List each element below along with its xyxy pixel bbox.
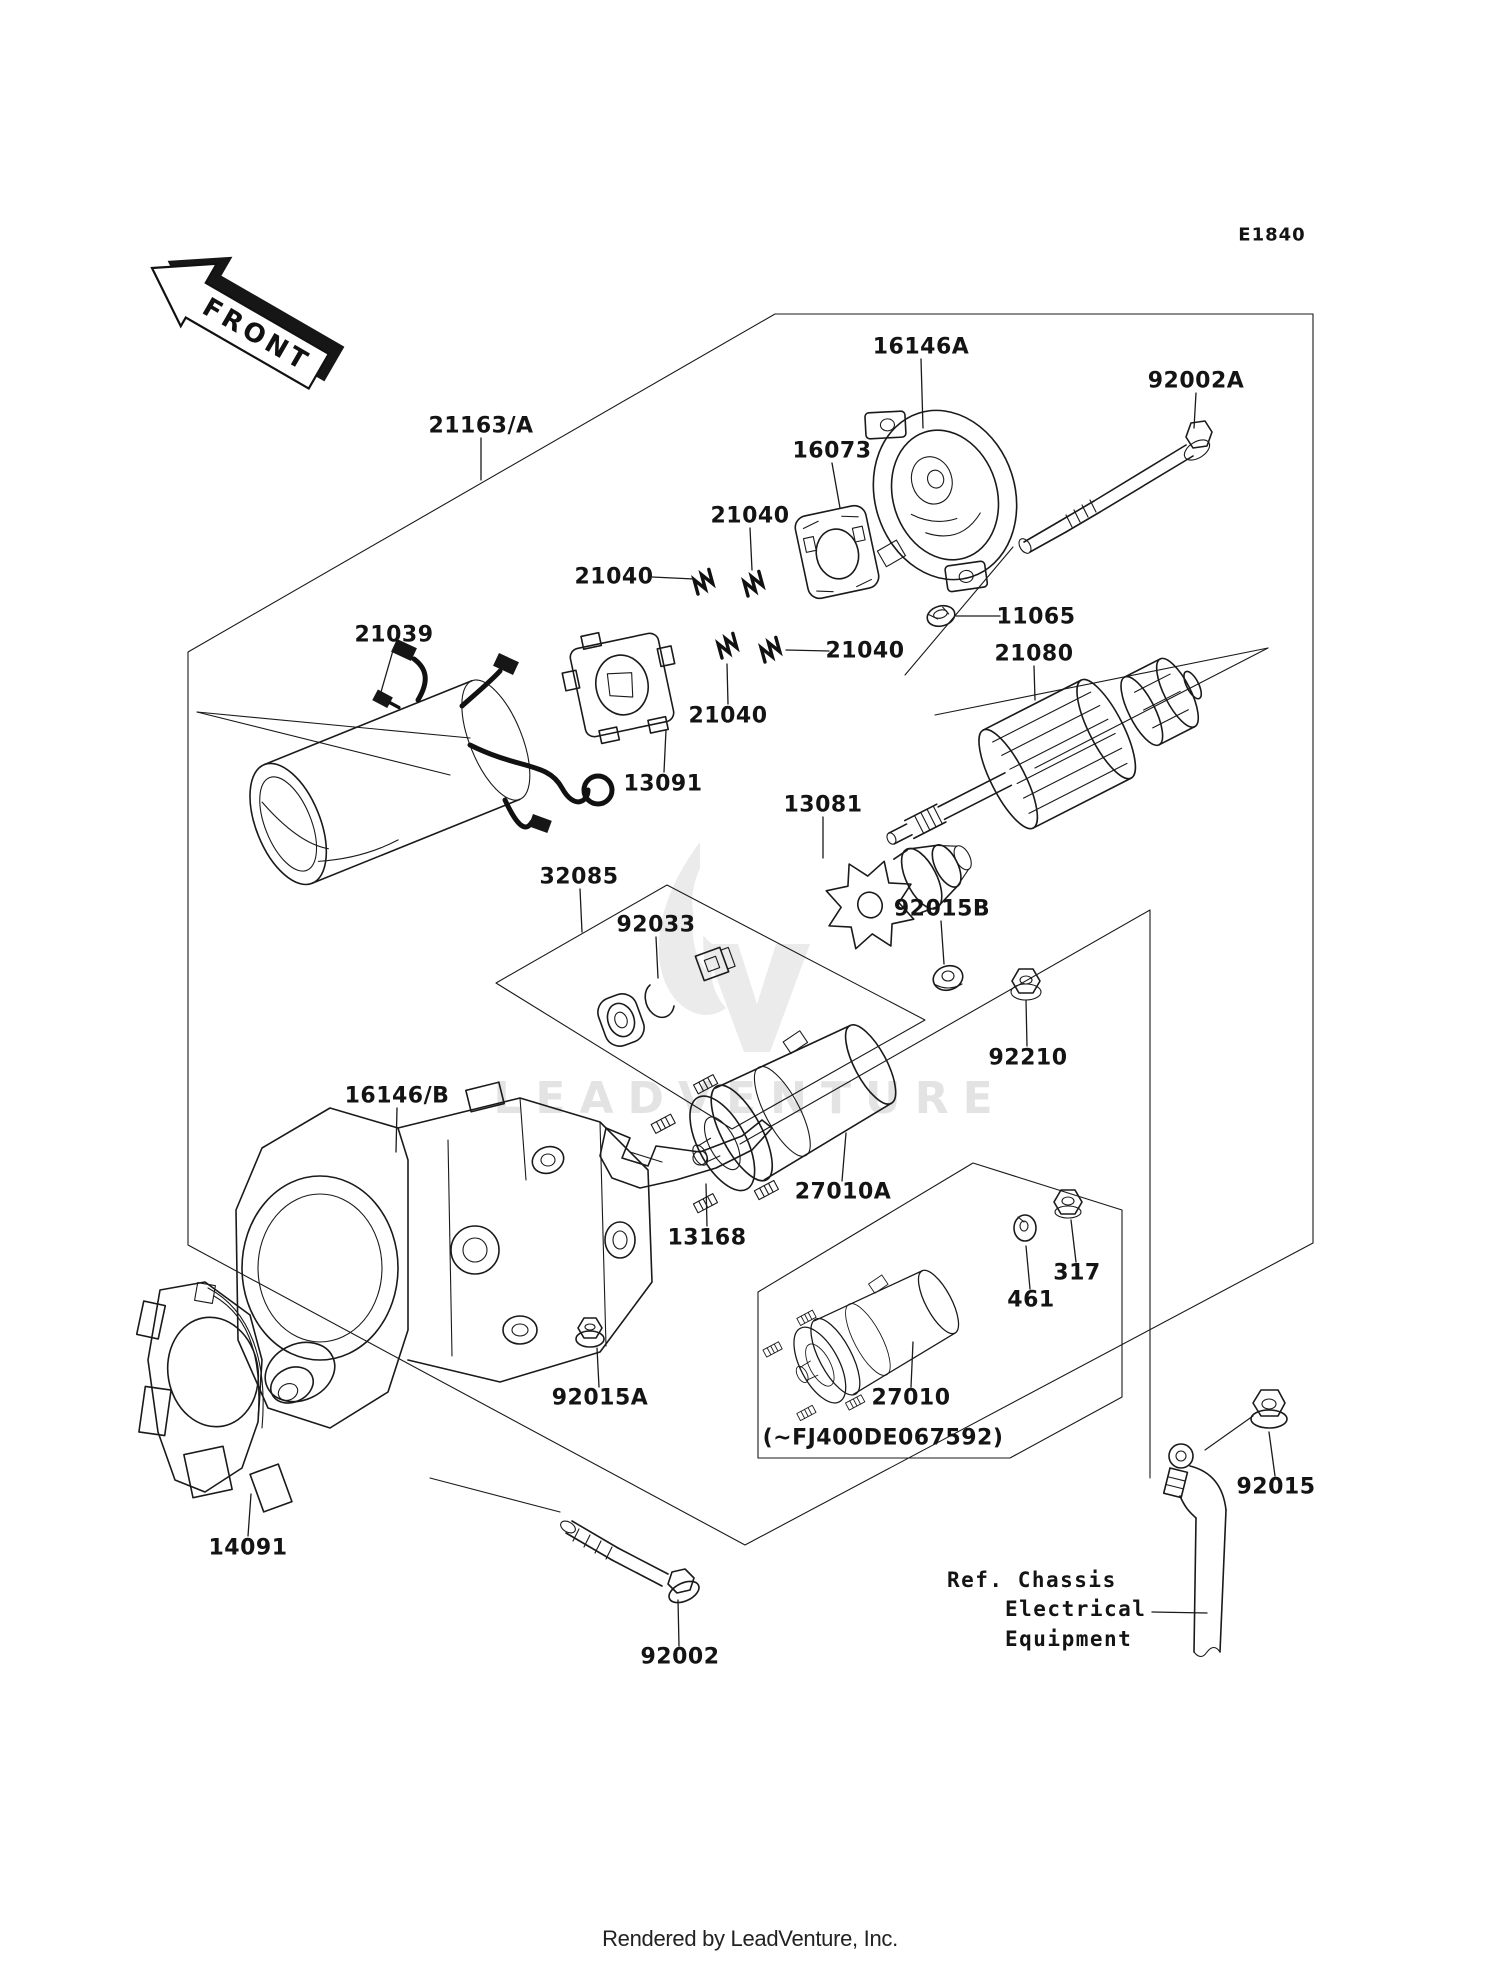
callout-317[interactable]: 317: [1053, 1260, 1101, 1286]
callout-92033[interactable]: 92033: [616, 912, 696, 938]
callout-11065[interactable]: 11065: [996, 604, 1076, 630]
callout-21039[interactable]: 21039: [354, 622, 434, 648]
ref-note-line-1: Ref. Chassis: [947, 1568, 1117, 1592]
callout-92210[interactable]: 92210: [988, 1045, 1068, 1071]
callout-16146B[interactable]: 16146/B: [344, 1083, 450, 1109]
ref-note-line-2: Electrical: [1005, 1597, 1147, 1621]
washer-92015B-drawing: [932, 964, 964, 992]
brush-holder-13091-drawing: [561, 631, 676, 745]
callout-92015[interactable]: 92015: [1236, 1474, 1316, 1500]
through-bolt-92002A-drawing: [904, 420, 1213, 676]
callout-92015B[interactable]: 92015B: [893, 896, 991, 922]
cover-plate-14091-drawing: [135, 1281, 293, 1513]
nut-317-drawing: [1053, 1189, 1083, 1219]
group-outline-boxes: [187, 313, 1314, 1546]
brush-springs-21040-drawing: [688, 567, 786, 664]
yoke-21163-drawing: [249, 639, 615, 886]
callout-21163A[interactable]: 21163/A: [428, 413, 534, 439]
nut-92015-drawing: [1204, 1389, 1288, 1451]
callout-21080[interactable]: 21080: [994, 641, 1074, 667]
screw-21039-drawing: [372, 689, 401, 710]
callout-92015A[interactable]: 92015A: [551, 1385, 649, 1411]
pinion-gear-13081-drawing: [825, 844, 972, 950]
callout-92002[interactable]: 92002: [640, 1644, 720, 1670]
bolt-92002-drawing: [429, 1477, 700, 1604]
callout-27010A[interactable]: 27010A: [794, 1179, 892, 1205]
callout-leader-lines: [247, 358, 1276, 1647]
callout-461[interactable]: 461: [1007, 1287, 1055, 1313]
callout-21040-a[interactable]: 21040: [710, 503, 790, 529]
washer-461-drawing: [1013, 1214, 1037, 1242]
nut-92015A-drawing: [575, 1317, 605, 1348]
callout-21040-d[interactable]: 21040: [825, 638, 905, 664]
callout-32085[interactable]: 32085: [539, 864, 619, 890]
callout-16146A[interactable]: 16146A: [872, 334, 970, 360]
drive-lever-13168-drawing: [599, 1119, 773, 1189]
battery-cable-drawing: [1162, 1443, 1227, 1658]
end-cover-16146A-drawing: [864, 409, 1018, 593]
brush-plate-16073-drawing: [794, 504, 880, 600]
callout-27010[interactable]: 27010: [871, 1385, 951, 1411]
callout-21040-c[interactable]: 21040: [688, 703, 768, 729]
callout-13081[interactable]: 13081: [783, 792, 863, 818]
callout-serial-range: (~FJ400DE067592): [762, 1425, 1004, 1451]
circlip-92033-shape: [644, 984, 675, 1019]
callout-16073[interactable]: 16073: [792, 438, 872, 464]
leadventure-watermark-logo: [658, 842, 810, 1052]
callout-13168[interactable]: 13168: [667, 1225, 747, 1251]
cap-11065-drawing: [926, 604, 956, 628]
ref-note-leader: [1151, 1611, 1208, 1614]
watermark-text: LEADVENTURE: [493, 1073, 1006, 1124]
front-arrow-icon: FRONT: [150, 256, 345, 391]
callout-14091[interactable]: 14091: [208, 1535, 288, 1561]
armature-21080-drawing: [886, 657, 1203, 845]
footer-credit: Rendered by LeadVenture, Inc.: [602, 1926, 898, 1951]
oil-seal-set-32085-drawing: [597, 946, 736, 1047]
callout-13091[interactable]: 13091: [623, 771, 703, 797]
nut-92210-drawing: [1010, 968, 1042, 1001]
ref-note-line-3: Equipment: [1005, 1627, 1133, 1651]
page-code: E1840: [1238, 224, 1306, 246]
gear-case-16146B-drawing: [235, 1081, 653, 1429]
callout-21040-b[interactable]: 21040: [574, 564, 654, 590]
callout-92002A[interactable]: 92002A: [1147, 368, 1245, 394]
